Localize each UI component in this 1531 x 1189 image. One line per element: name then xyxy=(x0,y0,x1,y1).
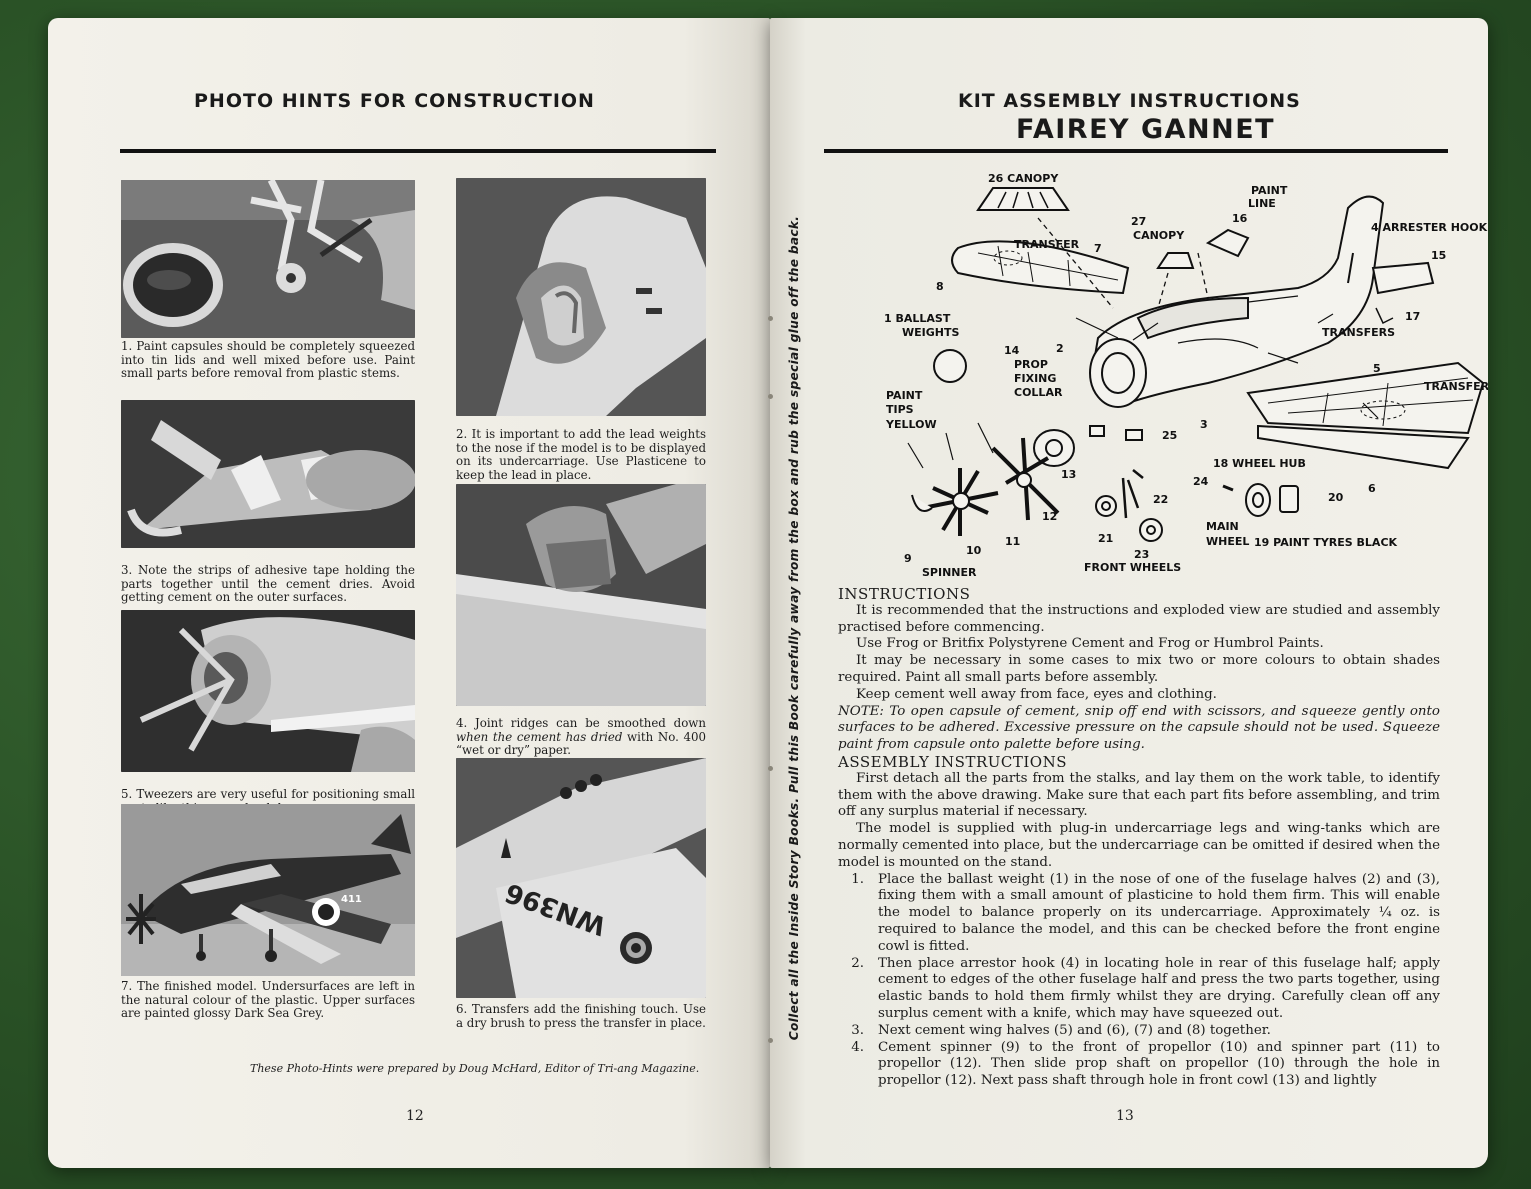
photo-tweezers xyxy=(121,610,415,772)
instructions-para-1: It is recommended that the instructions … xyxy=(838,602,1440,635)
label-wheel-hub: 18 WHEEL HUB xyxy=(1213,457,1306,470)
assembly-step-3: 3.Next cement wing halves (5) and (6), (… xyxy=(851,1022,1271,1038)
label-transfer-right: TRANSFER xyxy=(1424,380,1488,393)
assembly-step-1: 1.Place the ballast weight (1) in the no… xyxy=(851,871,1440,954)
photo-finished-model: 411 xyxy=(121,804,415,976)
instructions-para-3: It may be necessary in some cases to mix… xyxy=(838,653,1440,685)
photo-lead-weights xyxy=(456,178,706,416)
label-25: 25 xyxy=(1162,429,1177,442)
photo-joint-ridges xyxy=(456,484,706,706)
photo-transfers: WN396 xyxy=(456,758,706,998)
label-21: 21 xyxy=(1098,532,1113,545)
kit-title: FAIREY GANNET xyxy=(1016,114,1276,145)
staple-hole-bottom xyxy=(768,1038,773,1043)
assembly-intro-1: First detach all the parts from the stal… xyxy=(838,770,1440,820)
label-canopy-26: 26 CANOPY xyxy=(988,172,1059,185)
label-10: 10 xyxy=(966,544,982,557)
label-8: 8 xyxy=(936,280,944,293)
staple-hole-upper xyxy=(768,394,773,399)
label-13: 13 xyxy=(1061,468,1076,481)
label-transfers: TRANSFERS xyxy=(1322,326,1395,339)
caption-2: 2. It is important to add the lead weigh… xyxy=(456,427,706,482)
header-rule xyxy=(120,149,716,153)
caption-6: 6. Transfers add the finishing touch. Us… xyxy=(456,1002,706,1030)
label-paint-line-1: PAINT xyxy=(1251,184,1288,197)
cement-note: NOTE: To open capsule of cement, snip of… xyxy=(838,703,1440,753)
label-paint-line-2: LINE xyxy=(1248,197,1276,210)
label-paint-tips-3: YELLOW xyxy=(885,418,937,431)
photo-adhesive-tape xyxy=(121,400,415,548)
label-paint-tips-2: TIPS xyxy=(886,403,914,416)
exploded-view-diagram: 26 CANOPY PAINT LINE 4 ARRESTER HOOK 15 … xyxy=(828,168,1490,588)
assembly-step-4: 4.Cement spinner (9) to the front of pro… xyxy=(851,1039,1440,1089)
label-9: 9 xyxy=(904,552,912,565)
caption-4: 4. Joint ridges can be smoothed down whe… xyxy=(456,716,707,758)
label-3: 3 xyxy=(1200,418,1208,431)
caption-1: 1. Paint capsules should be completely s… xyxy=(121,339,415,381)
assembly-step-2: 2.Then place arrestor hook (4) in locati… xyxy=(851,955,1440,1021)
label-20: 20 xyxy=(1328,491,1344,504)
label-prop-3: COLLAR xyxy=(1014,386,1063,399)
label-transfer-top: TRANSFER xyxy=(1014,238,1080,251)
label-front-wheels: FRONT WHEELS xyxy=(1084,561,1181,574)
label-spinner: SPINNER xyxy=(922,566,977,579)
right-page-header: KIT ASSEMBLY INSTRUCTIONS xyxy=(958,90,1301,112)
canopy-26-shape xyxy=(976,187,1070,211)
label-14: 14 xyxy=(1004,344,1020,357)
label-7: 7 xyxy=(1094,242,1102,255)
label-23: 23 xyxy=(1134,548,1149,561)
label-ballast-2: WEIGHTS xyxy=(902,326,959,339)
label-main-1: MAIN xyxy=(1206,520,1239,533)
label-12: 12 xyxy=(1042,510,1057,523)
right-page: KIT ASSEMBLY INSTRUCTIONS FAIREY GANNET … xyxy=(770,18,1488,1168)
page-number-13: 13 xyxy=(1116,1108,1134,1124)
instructions-para-2: Use Frog or Britfix Polystyrene Cement a… xyxy=(856,636,1324,652)
instructions-heading: INSTRUCTIONS xyxy=(838,585,971,603)
label-paint-tips-1: PAINT xyxy=(886,389,923,402)
label-17: 17 xyxy=(1405,310,1420,323)
booklet-spread: PHOTO HINTS FOR CONSTRUCTION 1. Paint ca… xyxy=(48,18,1490,1168)
label-2: 2 xyxy=(1056,342,1064,355)
label-11: 11 xyxy=(1005,535,1020,548)
instructions-text: INSTRUCTIONS It is recommended that the … xyxy=(838,586,1440,1090)
left-page: PHOTO HINTS FOR CONSTRUCTION 1. Paint ca… xyxy=(48,18,770,1168)
right-wing-shape xyxy=(1246,361,1485,435)
photo-paint-capsules xyxy=(121,180,415,338)
label-prop-1: PROP xyxy=(1014,358,1048,371)
roundel-code: 411 xyxy=(341,894,362,905)
staple-hole-lower xyxy=(768,766,773,771)
staple-hole-top xyxy=(768,316,773,321)
photo-credit: These Photo-Hints were prepared by Doug … xyxy=(250,1062,700,1075)
assembly-heading: ASSEMBLY INSTRUCTIONS xyxy=(838,752,1067,771)
label-27-canopy: CANOPY xyxy=(1133,229,1185,242)
assembly-intro-2: The model is supplied with plug-in under… xyxy=(838,821,1440,870)
label-ballast-1: 1 BALLAST xyxy=(884,312,951,325)
exploded-view-svg: 26 CANOPY PAINT LINE 4 ARRESTER HOOK 15 … xyxy=(884,172,1490,579)
label-15: 15 xyxy=(1431,249,1446,262)
sidebar-note: Collect all the Inside Story Books. Pull… xyxy=(787,215,801,1041)
page-number-12: 12 xyxy=(406,1108,424,1124)
caption-7: 7. The finished model. Undersurfaces are… xyxy=(121,979,415,1021)
instructions-para-4: Keep cement well away from face, eyes an… xyxy=(856,686,1217,702)
left-page-header: PHOTO HINTS FOR CONSTRUCTION xyxy=(194,90,595,112)
label-paint-tyres: 19 PAINT TYRES BLACK xyxy=(1254,536,1398,549)
label-16: 16 xyxy=(1232,212,1248,225)
caption-3: 3. Note the strips of adhesive tape hold… xyxy=(121,563,415,605)
label-24: 24 xyxy=(1193,475,1209,488)
label-main-2: WHEEL xyxy=(1206,535,1249,548)
label-5: 5 xyxy=(1373,362,1381,375)
title-rule xyxy=(824,149,1448,153)
label-arrester-hook: 4 ARRESTER HOOK xyxy=(1371,221,1488,234)
label-22: 22 xyxy=(1153,493,1168,506)
label-6: 6 xyxy=(1368,482,1376,495)
label-27: 27 xyxy=(1131,215,1146,228)
label-prop-2: FIXING xyxy=(1014,372,1056,385)
